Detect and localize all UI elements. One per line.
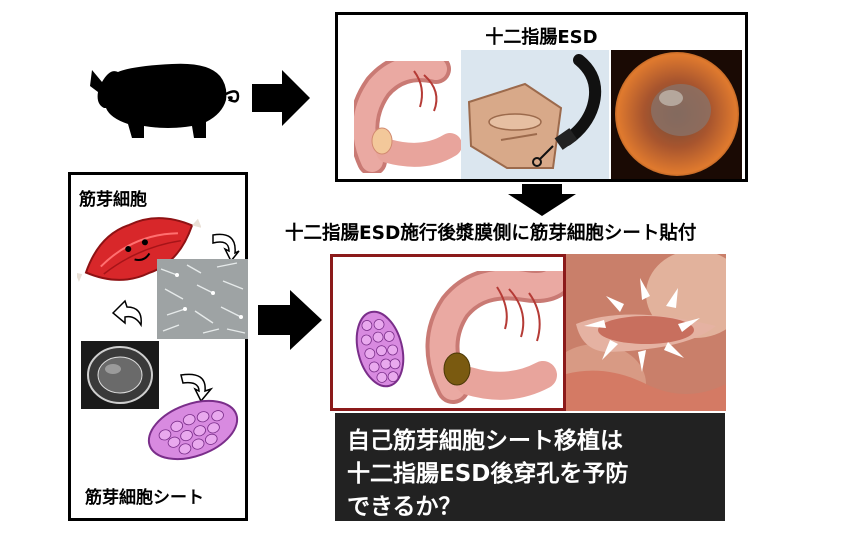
question-line-1: 自己筋芽細胞シート移植は (347, 428, 623, 454)
surgery-photo (566, 254, 726, 411)
myoblast-title: 筋芽細胞 (79, 190, 147, 210)
esd-procedure-panel (461, 50, 609, 179)
arrow-right-icon (258, 290, 322, 350)
question-line-2: 十二指腸ESD後穿孔を予防 (347, 461, 629, 487)
cell-sheet-title: 筋芽細胞シート (85, 488, 204, 508)
pig-icon (90, 63, 240, 138)
cell-sheet-icon (147, 399, 239, 461)
curved-arrow-icon (111, 299, 142, 328)
cell-sheet-icon (355, 310, 405, 388)
curved-arrow-icon (180, 373, 214, 403)
myoblast-micrograph (157, 259, 248, 339)
arrow-right-icon (252, 70, 310, 126)
question-box: 自己筋芽細胞シート移植は 十二指腸ESD後穿孔を予防 できるか？ (335, 413, 725, 521)
curved-arrow-icon (212, 233, 240, 263)
myoblast-box: 筋芽細胞 (68, 172, 248, 521)
duodenum-icon (425, 271, 563, 404)
transplant-box (330, 254, 566, 411)
culture-dish-photo (81, 341, 159, 409)
esd-box: 十二指腸ESD (335, 12, 748, 182)
question-line-3: できるか？ (347, 494, 462, 520)
esd-title: 十二指腸ESD (485, 27, 598, 48)
procedure-caption: 十二指腸ESD施行後漿膜側に筋芽細胞シート貼付 (285, 223, 697, 244)
endoscope-icon (467, 54, 602, 169)
arrow-down-icon (508, 184, 576, 216)
duodenum-illustration (354, 61, 462, 173)
endoscopy-photo (611, 50, 742, 179)
